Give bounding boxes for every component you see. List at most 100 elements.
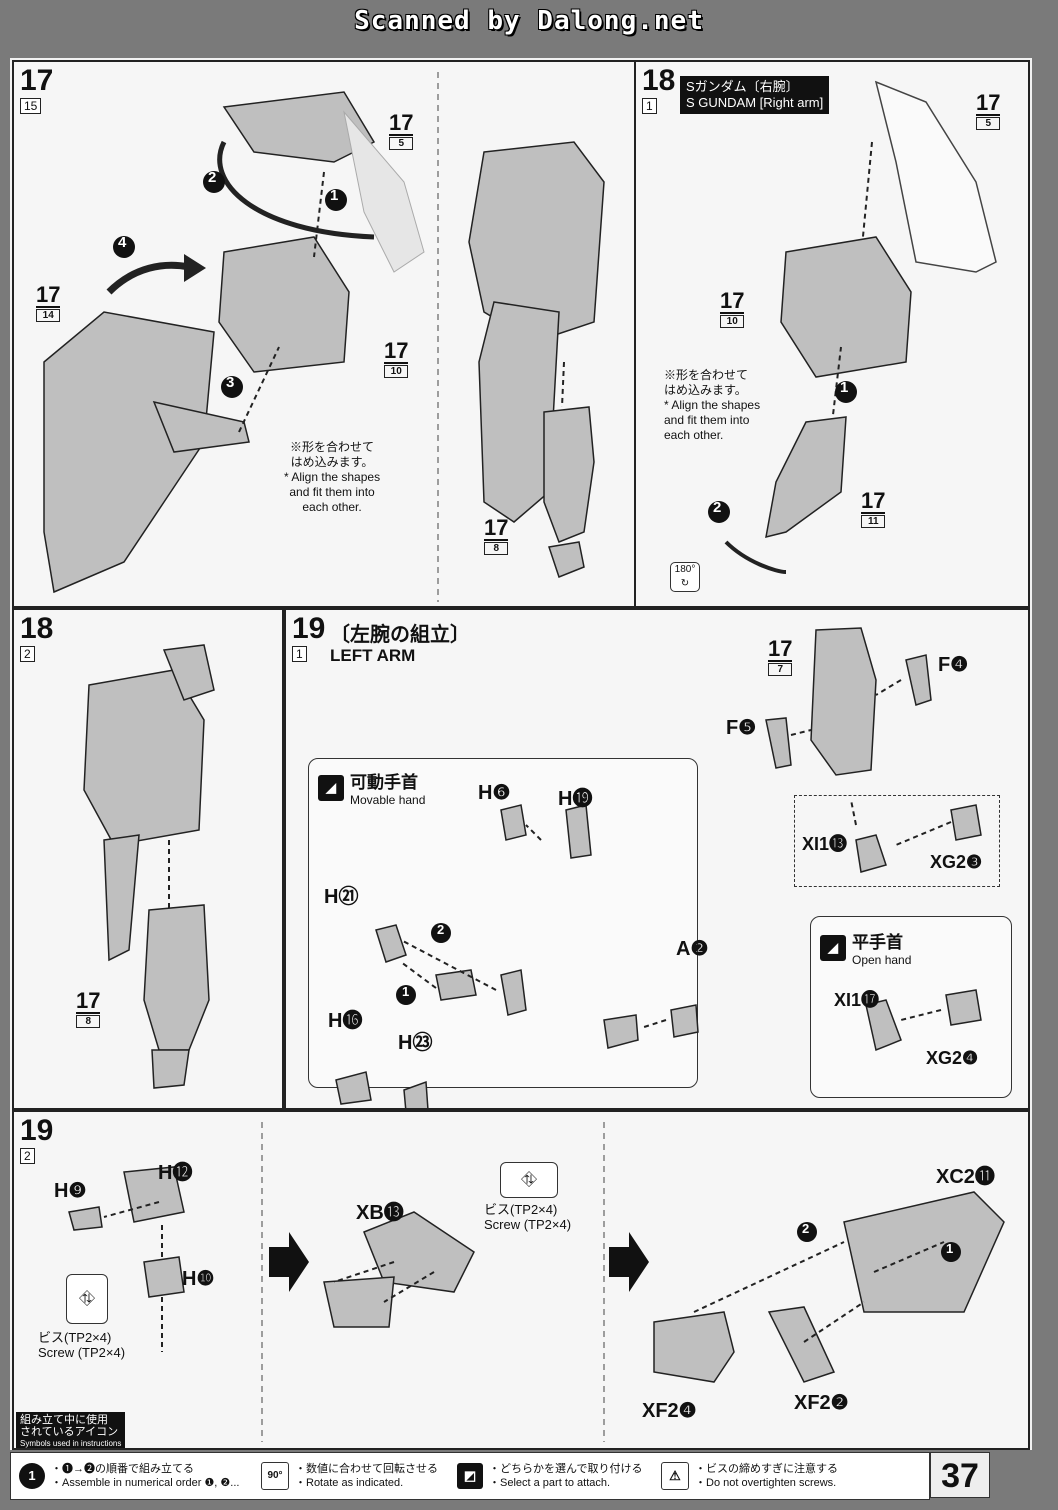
step-substep: 15 xyxy=(20,98,42,114)
step-marker: 1 xyxy=(946,1241,954,1256)
page-number: 37 xyxy=(930,1452,990,1498)
legend-title-en: Symbols used in instructions xyxy=(20,1439,122,1448)
screw-label-en: Screw (TP2×4) xyxy=(38,1345,126,1360)
screw-label: ビス(TP2×4) Screw (TP2×4) xyxy=(38,1330,125,1360)
movable-hand-jp: 可動手首 xyxy=(350,773,418,792)
legend-item-en: ・Select a part to attach. xyxy=(489,1477,611,1489)
rotate-label: 180° xyxy=(674,564,696,575)
step-number: 19 xyxy=(292,612,326,645)
screw-label-jp: ビス(TP2×4) xyxy=(484,1202,558,1217)
step-19-1-illustration xyxy=(335,627,982,1108)
fit-note-en: * Align the shapes and fit them into eac… xyxy=(664,398,761,442)
screw-icon: ⛗ xyxy=(500,1162,558,1198)
section-title-en: S GUNDAM [Right arm] xyxy=(686,95,824,110)
open-hand-en: Open hand xyxy=(852,953,912,967)
step-marker: 2 xyxy=(713,499,722,516)
legend-title: 組み立て中に使用 されているアイコン Symbols used in instr… xyxy=(16,1412,126,1448)
part-h16: H⓰ xyxy=(328,1010,363,1032)
legend-item: 90° ・数値に合わせて回転させる・Rotate as indicated. xyxy=(261,1457,451,1495)
step-19-2-illustration xyxy=(68,1122,1005,1442)
part-f4: F❹ xyxy=(938,654,969,676)
legend-item: ⚠ ・ビスの締めすぎに注意する・Do not overtighten screw… xyxy=(661,1457,921,1495)
scan-banner: Scanned by Dalong.net xyxy=(354,6,704,36)
part-xc2-11: XC2⓫ xyxy=(936,1166,995,1188)
step-17-panel: 17 15 xyxy=(12,60,636,608)
legend-item-en: ・Do not overtighten screws. xyxy=(695,1477,837,1489)
step-marker: 1 xyxy=(840,379,849,396)
legend-item-en: ・Rotate as indicated. xyxy=(295,1477,404,1489)
fit-note-jp: ※形を合わせて はめ込みます。 xyxy=(664,368,749,397)
step-18-2-illustration xyxy=(83,644,215,1089)
part-xi1-13: XI1⓭ xyxy=(802,834,848,854)
step-marker: 1 xyxy=(330,187,339,204)
step-19-2-panel: 19 2 xyxy=(12,1110,1030,1450)
step-number: 18 xyxy=(642,64,676,97)
open-hand-jp: 平手首 xyxy=(852,933,903,952)
part-h12: H⓬ xyxy=(158,1162,193,1184)
screw-warning-icon: ⚠ xyxy=(661,1462,689,1490)
legend-item-jp: ・❶→❷の順番で組み立てる xyxy=(51,1463,194,1475)
section-title-en: LEFT ARM xyxy=(330,646,416,665)
rotate-icon: 90° xyxy=(261,1462,289,1490)
select-part-icon: ◩ xyxy=(457,1463,483,1489)
screw-label-jp: ビス(TP2×4) xyxy=(38,1330,112,1345)
movable-hand-en: Movable hand xyxy=(350,793,426,807)
rotate-icon: 180°↻ xyxy=(670,562,700,592)
part-xb13: XB⓭ xyxy=(356,1202,404,1224)
legend-item-jp: ・ビスの締めすぎに注意する xyxy=(695,1463,838,1475)
step-marker: 2 xyxy=(208,169,217,186)
step-substep: 2 xyxy=(20,1148,35,1164)
step-marker: 3 xyxy=(226,374,235,391)
select-part-icon: ◢ xyxy=(318,774,344,801)
step-17-illustration xyxy=(43,72,605,602)
part-xi1-17: XI1⓱ xyxy=(834,990,880,1010)
part-h9: H❾ xyxy=(54,1180,87,1202)
step-marker: 1 xyxy=(402,984,410,999)
step-marker: 2 xyxy=(437,922,445,937)
screw-icon: ⛗ xyxy=(66,1274,108,1324)
legend-item-en: ・Assemble in numerical order ❶, ❷... xyxy=(51,1477,240,1489)
part-h10: H❿ xyxy=(182,1268,215,1290)
part-f5: F❺ xyxy=(726,717,757,739)
symbols-legend: 1 ・❶→❷の順番で組み立てる・Assemble in numerical or… xyxy=(10,1452,930,1500)
screw-label-en: Screw (TP2×4) xyxy=(484,1217,572,1232)
part-xg2-4: XG2❹ xyxy=(926,1048,979,1068)
legend-item-jp: ・どちらかを選んで取り付ける xyxy=(489,1463,643,1475)
step-marker: 4 xyxy=(118,234,127,251)
step-18-illustration xyxy=(708,80,997,574)
legend-item: ◩ ・どちらかを選んで取り付ける・Select a part to attach… xyxy=(457,1457,657,1495)
option-box xyxy=(794,795,1000,887)
part-xg2-3: XG2❸ xyxy=(930,852,983,872)
step-substep: 1 xyxy=(642,98,657,114)
part-xf2-4: XF2❹ xyxy=(642,1400,697,1422)
legend-item: 1 ・❶→❷の順番で組み立てる・Assemble in numerical or… xyxy=(19,1457,259,1495)
legend-title-jp: 組み立て中に使用 されているアイコン xyxy=(20,1414,119,1438)
section-title-jp: 〔左腕の組立〕 xyxy=(330,624,470,646)
step-number: 17 xyxy=(20,64,54,97)
part-h6: H❻ xyxy=(478,782,511,804)
fit-note-en: * Align the shapes and fit them into eac… xyxy=(284,470,381,514)
part-h23: H㉓ xyxy=(398,1032,433,1054)
part-a2: A❷ xyxy=(676,938,709,960)
legend-item-jp: ・数値に合わせて回転させる xyxy=(295,1463,438,1475)
screw-label: ビス(TP2×4) Screw (TP2×4) xyxy=(484,1202,571,1232)
section-title: Sガンダム〔右腕〕 S GUNDAM [Right arm] xyxy=(680,76,830,114)
step-number: 18 xyxy=(20,612,54,645)
step-number: 19 xyxy=(20,1114,54,1147)
fit-note: ※形を合わせて はめ込みます。 * Align the shapes and f… xyxy=(664,368,760,443)
number-order-icon: 1 xyxy=(19,1463,45,1489)
select-part-icon: ◢ xyxy=(820,934,846,961)
instruction-sheet: 17 15 xyxy=(10,58,1032,1450)
